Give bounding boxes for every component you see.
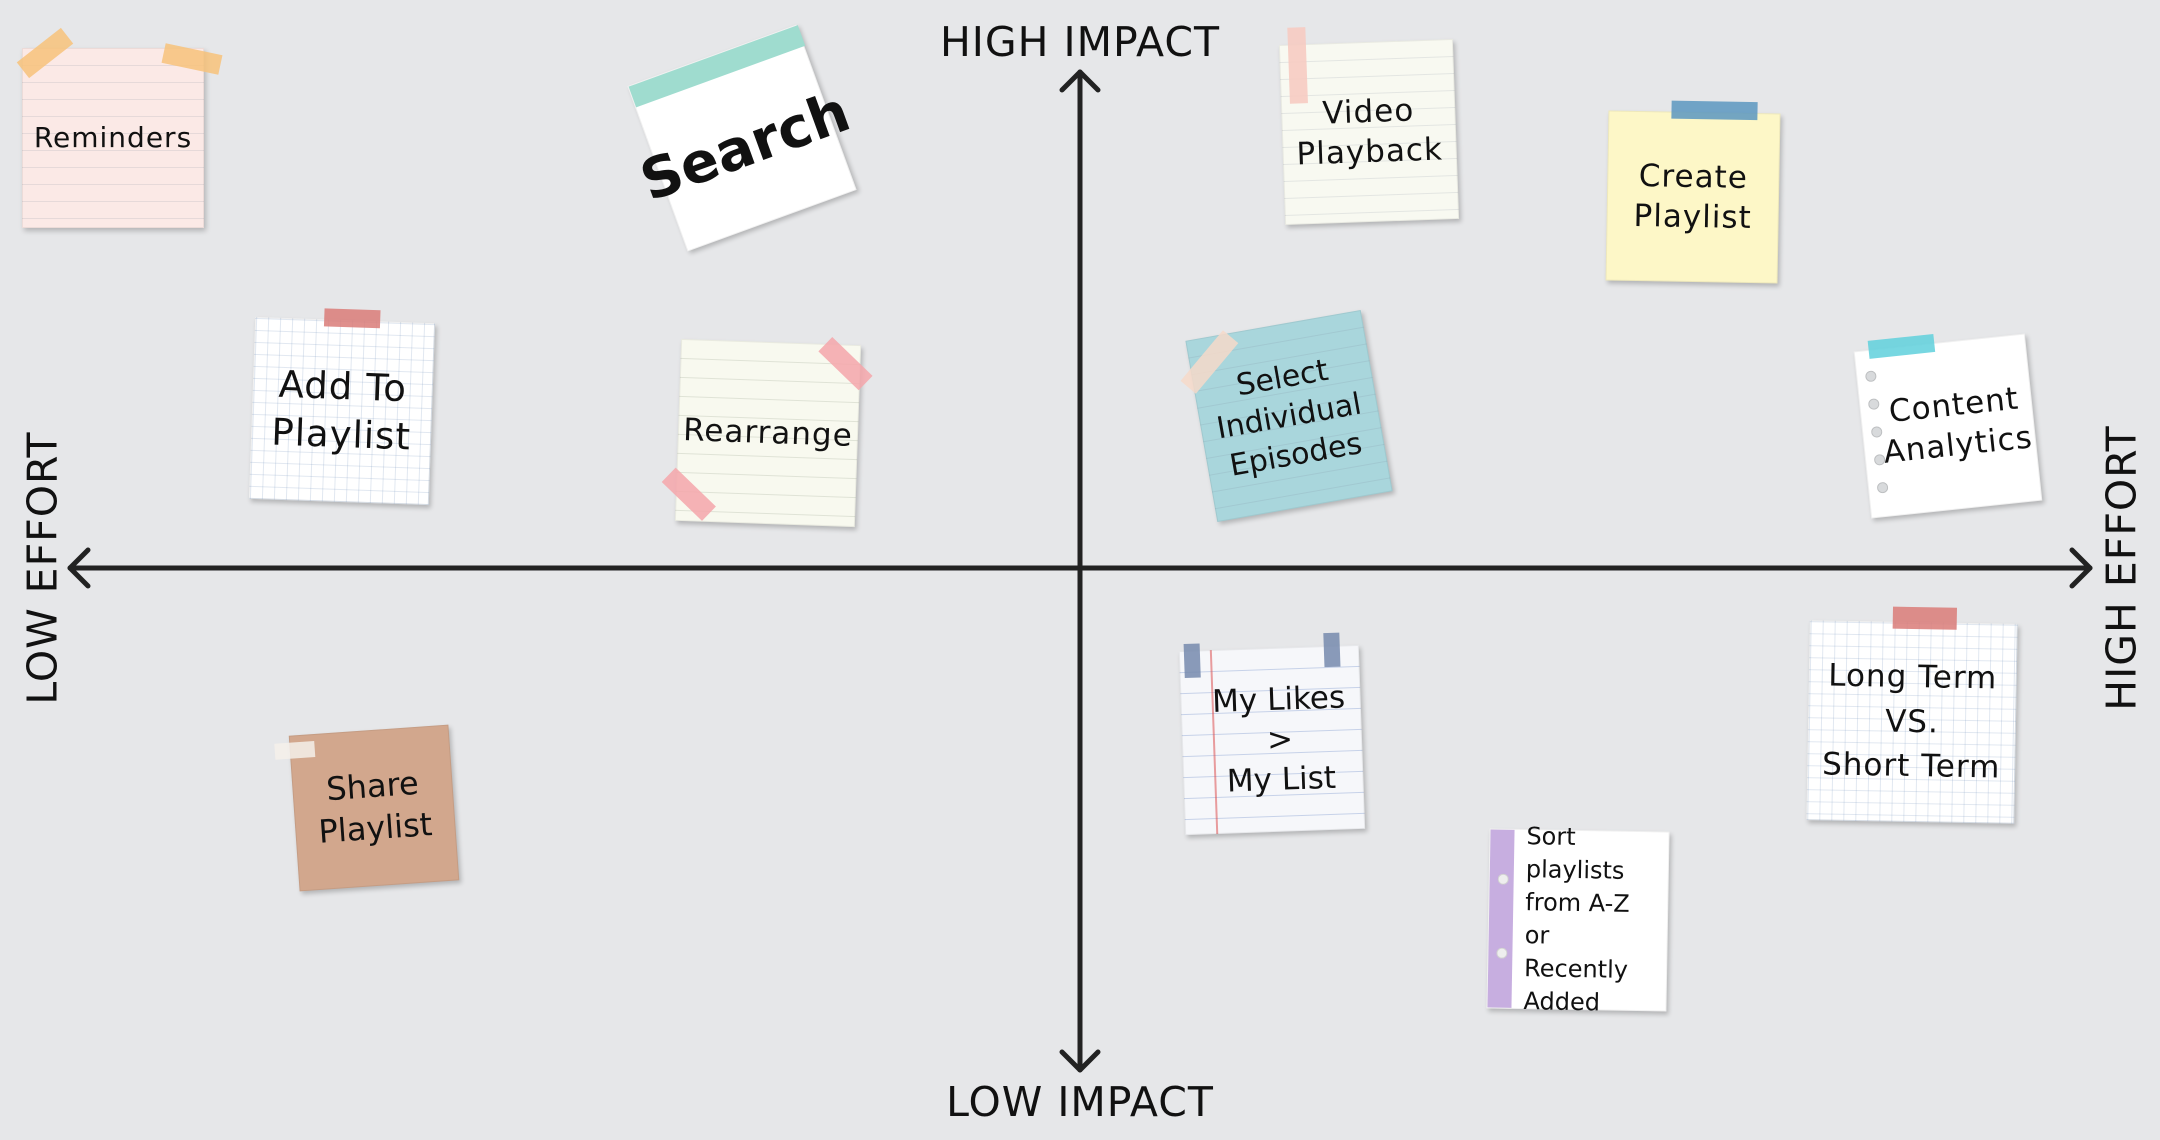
sticky-note-add-to-playlist[interactable]: Add To Playlist — [248, 308, 436, 506]
sticky-note-rearrange[interactable]: Rearrange — [661, 337, 873, 528]
note-label: Sort playlists from A-Z or Recently Adde… — [1523, 821, 1631, 1017]
note-label: Select Individual Episodes — [1214, 352, 1365, 484]
tape-decoration — [1892, 606, 1958, 630]
sticky-note-long-vs-short[interactable]: Long Term VS. Short Term — [1806, 606, 2018, 824]
note-label: Share Playlist — [317, 764, 434, 851]
note-label: Reminders — [33, 120, 193, 154]
sticky-note-sort-playlists[interactable]: Sort playlists from A-Z or Recently Adde… — [1486, 822, 1670, 1017]
note-label: Long Term VS. Short Term — [1821, 657, 2001, 787]
binder-hole — [1876, 481, 1889, 494]
sticky-note-share-playlist[interactable]: Share Playlist — [274, 724, 460, 892]
tape-decoration — [1323, 632, 1341, 668]
sticky-note-video-playback[interactable]: Video Playback — [1278, 27, 1460, 225]
sticky-note-create-playlist[interactable]: Create Playlist — [1605, 100, 1781, 284]
binder-hole — [1864, 370, 1877, 383]
arrow-down-icon — [1059, 1049, 1101, 1073]
tape-decoration — [1671, 100, 1758, 121]
note-label: Video Playback — [1295, 92, 1444, 173]
sticky-note-select-episodes[interactable]: Select Individual Episodes — [1180, 309, 1393, 523]
note-label: Create Playlist — [1633, 157, 1753, 237]
note-label: Content Analytics — [1881, 380, 2035, 471]
axis-label-low-impact: LOW IMPACT — [946, 1078, 1214, 1126]
sticky-note-reminders[interactable]: Reminders — [16, 27, 223, 228]
axis-label-high-effort: HIGH EFFORT — [2097, 425, 2146, 711]
tape-decoration — [1183, 643, 1201, 679]
sticky-note-my-likes[interactable]: My Likes > My List — [1178, 632, 1366, 836]
note-label: Rearrange — [682, 411, 854, 454]
tape-decoration — [274, 741, 316, 760]
tape-decoration — [1287, 27, 1308, 104]
axis-label-low-effort: LOW EFFORT — [18, 431, 67, 705]
axis-label-high-impact: HIGH IMPACT — [939, 18, 1221, 66]
tape-decoration — [1487, 829, 1515, 1008]
arrow-right-icon — [2069, 547, 2093, 589]
note-label: My Likes > My List — [1211, 678, 1346, 800]
arrow-up-icon — [1059, 69, 1101, 93]
sticky-note-content-analytics[interactable]: Content Analytics — [1853, 333, 2043, 519]
arrow-left-icon — [67, 547, 91, 589]
note-label: Add To Playlist — [270, 362, 412, 459]
tape-decoration — [323, 308, 381, 329]
